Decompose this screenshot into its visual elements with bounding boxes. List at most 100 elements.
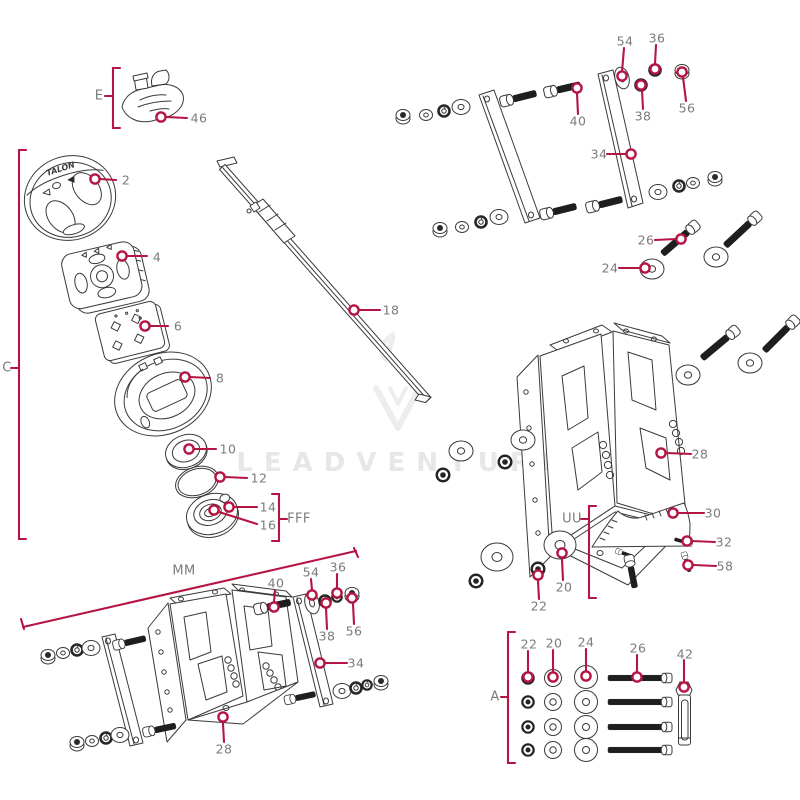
- part-spike-18: [216, 156, 432, 403]
- callout-4[interactable]: [116, 250, 149, 262]
- callout-label-28-mm[interactable]: 28: [215, 741, 233, 757]
- callout-label-16[interactable]: 16: [259, 517, 277, 533]
- callout-label-40-mm[interactable]: 40: [267, 575, 285, 591]
- callout-32[interactable]: [681, 535, 717, 547]
- nut: [373, 675, 389, 691]
- callout-8[interactable]: [179, 371, 212, 383]
- nut: [707, 171, 723, 187]
- callout-56-mm[interactable]: [346, 592, 358, 626]
- callout-label-32[interactable]: 32: [715, 534, 733, 550]
- callout-label-12[interactable]: 12: [250, 470, 268, 486]
- callout-6[interactable]: [139, 320, 170, 332]
- callout-label-22-a[interactable]: 22: [520, 636, 538, 652]
- callout-label-54-top[interactable]: 54: [616, 33, 634, 49]
- callout-label-6[interactable]: 6: [173, 318, 183, 334]
- bolt: [759, 313, 800, 356]
- callout-label-18[interactable]: 18: [382, 302, 400, 318]
- callout-label-8[interactable]: 8: [215, 370, 225, 386]
- bracket-e: [111, 66, 122, 130]
- callout-label-40-top[interactable]: 40: [569, 113, 587, 129]
- callout-58[interactable]: [682, 559, 718, 571]
- section-label-uu: UU: [562, 511, 582, 527]
- callout-12[interactable]: [214, 471, 249, 483]
- washer: [737, 352, 763, 374]
- assembly-mm: [40, 583, 389, 752]
- callout-34-top[interactable]: [605, 148, 637, 160]
- callout-label-46[interactable]: 46: [190, 110, 208, 126]
- callout-26-a[interactable]: [631, 653, 643, 683]
- callout-56-top[interactable]: [676, 66, 688, 103]
- callout-22-a[interactable]: [522, 649, 534, 683]
- callout-54-mm[interactable]: [306, 577, 318, 601]
- callout-label-58[interactable]: 58: [716, 558, 734, 574]
- callout-24-a[interactable]: [580, 647, 592, 682]
- lock-washer: [99, 731, 113, 745]
- callout-34-mm[interactable]: [314, 657, 349, 669]
- callout-28-right[interactable]: [655, 447, 693, 459]
- callout-40-mm[interactable]: [268, 588, 280, 613]
- washer: [574, 715, 598, 739]
- callout-label-54-mm[interactable]: 54: [302, 564, 320, 580]
- callout-label-26-a[interactable]: 26: [629, 640, 647, 656]
- callout-24-top[interactable]: [617, 262, 651, 274]
- callout-10[interactable]: [183, 443, 218, 455]
- callout-label-38-mm[interactable]: 38: [318, 628, 336, 644]
- callout-38-top[interactable]: [635, 79, 647, 111]
- callout-label-36-top[interactable]: 36: [648, 30, 666, 46]
- callout-label-2[interactable]: 2: [121, 172, 131, 188]
- callout-label-20-uu[interactable]: 20: [555, 579, 573, 595]
- assembly-uu: [468, 502, 694, 590]
- callout-label-28-right[interactable]: 28: [691, 446, 709, 462]
- callout-36-mm[interactable]: [331, 572, 343, 599]
- washer: [574, 738, 598, 762]
- callout-label-4[interactable]: 4: [152, 249, 162, 265]
- callout-30[interactable]: [667, 507, 706, 519]
- callout-label-22-uu[interactable]: 22: [530, 598, 548, 614]
- lock-washer: [70, 643, 84, 657]
- callout-label-24-a[interactable]: 24: [577, 634, 595, 650]
- callout-20-uu[interactable]: [556, 547, 568, 582]
- bolt: [697, 323, 742, 364]
- washer: [448, 440, 474, 462]
- callout-14[interactable]: [223, 501, 259, 513]
- callout-label-42-a[interactable]: 42: [676, 646, 694, 662]
- callout-26-top[interactable]: [653, 233, 687, 245]
- callout-2[interactable]: [89, 173, 118, 185]
- callout-46[interactable]: [155, 111, 189, 123]
- callout-label-20-a[interactable]: 20: [545, 635, 563, 651]
- callout-label-56-mm[interactable]: 56: [345, 623, 363, 639]
- callout-40-top[interactable]: [571, 82, 583, 116]
- callout-label-26-top[interactable]: 26: [637, 232, 655, 248]
- callout-20-a[interactable]: [547, 648, 559, 683]
- bolt: [607, 721, 673, 733]
- hardware-26-24: [639, 209, 764, 280]
- callout-16[interactable]: [208, 504, 259, 526]
- callout-42-a[interactable]: [678, 658, 690, 693]
- bracket-c: [17, 148, 28, 541]
- callout-label-36-mm[interactable]: 36: [329, 559, 347, 575]
- bracket-28-mm: [147, 583, 299, 743]
- callout-label-24-top[interactable]: 24: [601, 260, 619, 276]
- bolt: [607, 696, 673, 708]
- callout-label-14[interactable]: 14: [259, 499, 277, 515]
- callout-18[interactable]: [348, 304, 382, 316]
- bracket-a: [506, 630, 517, 765]
- callout-28-mm[interactable]: [217, 711, 229, 744]
- callout-22-uu[interactable]: [532, 569, 544, 601]
- callout-label-34-top[interactable]: 34: [590, 146, 608, 162]
- callout-38-mm[interactable]: [320, 597, 332, 631]
- nut: [520, 742, 536, 757]
- bolt: [584, 193, 624, 215]
- part-plate-6: [94, 300, 170, 364]
- callout-36-top[interactable]: [649, 43, 661, 75]
- callout-label-56-top[interactable]: 56: [678, 100, 696, 116]
- section-brackets: [9, 66, 598, 765]
- callout-label-30[interactable]: 30: [704, 505, 722, 521]
- nut: [395, 109, 411, 125]
- callout-label-38-top[interactable]: 38: [634, 108, 652, 124]
- bolt: [498, 87, 538, 109]
- callout-54-top[interactable]: [616, 46, 628, 82]
- callout-label-10[interactable]: 10: [219, 441, 237, 457]
- section-label-fff: FFF: [287, 511, 311, 527]
- callout-label-34-mm[interactable]: 34: [347, 655, 365, 671]
